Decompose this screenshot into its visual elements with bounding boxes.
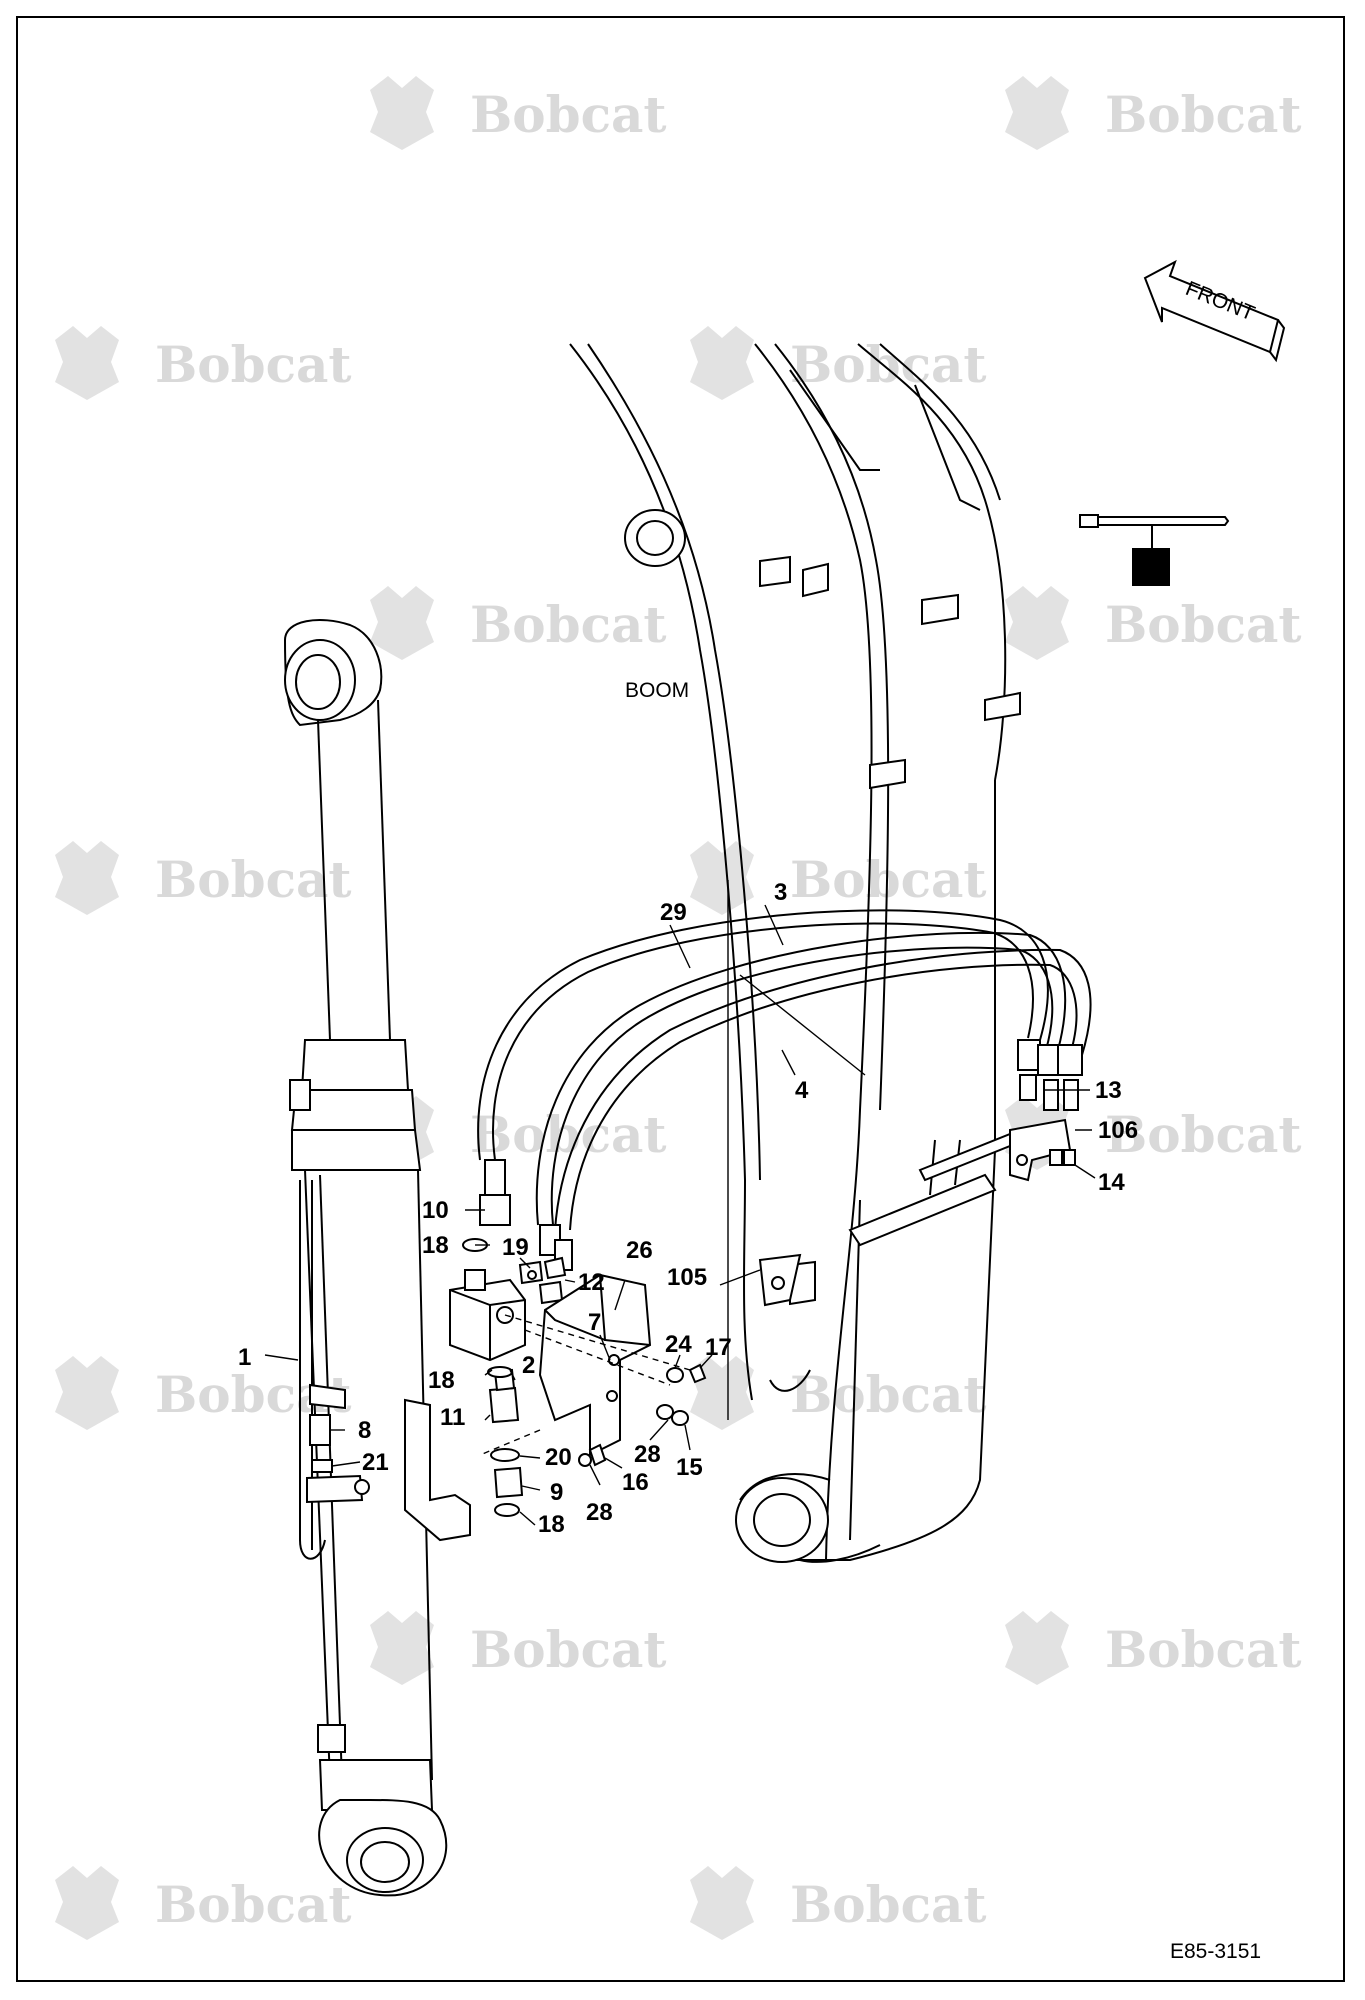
callout-9: 9 (550, 1479, 563, 1506)
watermark-text: Bobcat (470, 1105, 667, 1164)
callout-14: 14 (1098, 1169, 1125, 1196)
callout-1: 1 (238, 1344, 251, 1371)
watermark: Bobcat (1005, 76, 1302, 150)
boom-outline (569, 343, 1027, 1563)
watermark-text: Bobcat (470, 85, 667, 144)
kit-marker-square (1132, 548, 1170, 586)
watermark: Bobcat (1005, 586, 1302, 660)
boom-cylinder (283, 619, 448, 1897)
callout-10: 10 (422, 1197, 449, 1224)
callout-4: 4 (795, 1077, 809, 1104)
callout-105: 105 (667, 1264, 707, 1291)
drawing-frame (16, 16, 1345, 1982)
callout-7: 7 (588, 1309, 601, 1336)
callout-19: 19 (502, 1234, 529, 1261)
figure-code: E85-3151 (1170, 1940, 1261, 1963)
callout-24: 24 (665, 1331, 692, 1358)
callout-28-lower: 28 (586, 1499, 613, 1526)
watermark: Bobcat (690, 1356, 987, 1430)
callout-18-bottom: 18 (538, 1511, 565, 1538)
watermark: Bobcat (1005, 1611, 1302, 1685)
watermark: Bobcat (690, 841, 987, 915)
watermark-text: Bobcat (155, 850, 352, 909)
watermark-text: Bobcat (155, 1875, 352, 1934)
callout-18-top: 18 (422, 1232, 449, 1259)
valve-assembly (404, 1238, 802, 1542)
callout-leaders (264, 904, 1096, 1526)
watermark-text: Bobcat (1105, 595, 1302, 654)
watermark-text: Bobcat (470, 1620, 667, 1679)
callout-13: 13 (1095, 1077, 1122, 1104)
watermark-text: Bobcat (790, 335, 987, 394)
callout-3: 3 (774, 879, 787, 906)
callout-20: 20 (545, 1444, 572, 1471)
boom-label: BOOM (625, 679, 689, 702)
watermark: Bobcat (370, 586, 667, 660)
callout-29: 29 (660, 899, 687, 926)
watermark-text: Bobcat (470, 595, 667, 654)
watermark: Bobcat (370, 76, 667, 150)
hose-group (477, 909, 1092, 1271)
cable-tie-icon (1079, 514, 1230, 548)
callout-106: 106 (1098, 1117, 1138, 1144)
watermark-layer: Bobcat Bobcat Bobcat Bobcat Bobcat Bobca… (55, 76, 1302, 1940)
front-arrow-icon: FRONT (1143, 259, 1286, 363)
watermark: Bobcat (55, 841, 352, 915)
watermark: Bobcat (55, 1356, 352, 1430)
callout-15: 15 (676, 1454, 703, 1481)
callout-labels: 3 29 4 13 106 14 10 18 19 12 26 7 105 1 … (238, 879, 1138, 1538)
watermark: Bobcat (370, 1611, 667, 1685)
watermark-text: Bobcat (790, 1875, 987, 1934)
callout-11: 11 (440, 1404, 465, 1431)
watermark-text: Bobcat (1105, 1105, 1302, 1164)
callout-2: 2 (522, 1352, 535, 1379)
watermark: Bobcat (55, 326, 352, 400)
watermark-text: Bobcat (1105, 85, 1302, 144)
callout-17: 17 (705, 1334, 732, 1361)
callout-28-upper: 28 (634, 1441, 661, 1468)
watermark-text: Bobcat (1105, 1620, 1302, 1679)
callout-16: 16 (622, 1469, 649, 1496)
callout-26: 26 (626, 1237, 653, 1264)
watermark: Bobcat (690, 1866, 987, 1940)
watermark: Bobcat (690, 326, 987, 400)
callout-12: 12 (578, 1269, 605, 1296)
callout-21: 21 (362, 1449, 389, 1476)
watermark-text: Bobcat (155, 335, 352, 394)
callout-18-mid: 18 (428, 1367, 455, 1394)
watermark-text: Bobcat (790, 1365, 987, 1424)
callout-8: 8 (358, 1417, 371, 1444)
watermark: Bobcat (55, 1866, 352, 1940)
